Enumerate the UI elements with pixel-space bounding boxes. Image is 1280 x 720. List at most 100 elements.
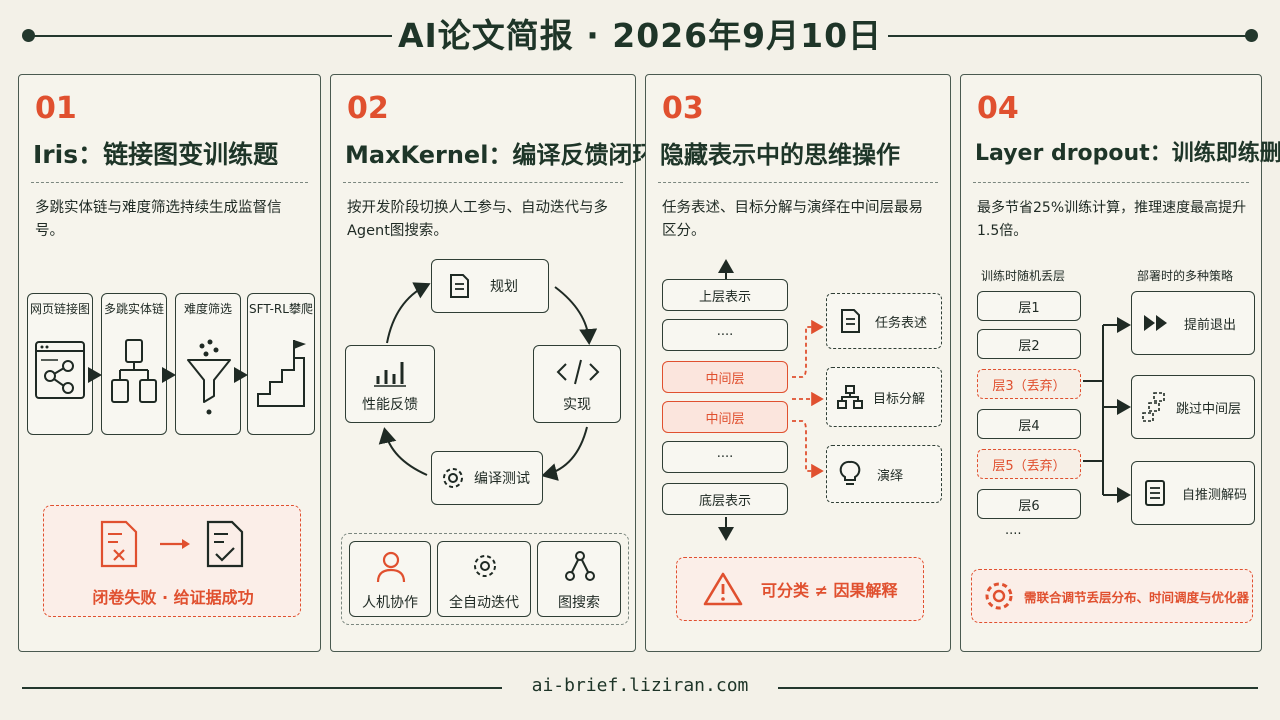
op-label: 任务表述 <box>875 315 928 331</box>
card-title: 隐藏表示中的思维操作 <box>660 141 900 169</box>
layer-middle: 中间层 <box>662 361 788 393</box>
card-number: 03 <box>662 91 704 126</box>
layer-1: 层1 <box>977 291 1081 321</box>
op-goal-decompose: 目标分解 <box>826 367 942 427</box>
card-hidden-reps: 03 隐藏表示中的思维操作 任务表述、目标分解与演绎在中间层最易区分。 上层表示… <box>645 74 951 652</box>
column-header-deploy: 部署时的多种策略 <box>1137 269 1234 283</box>
fast-forward-icon <box>1144 315 1167 331</box>
footer-url[interactable]: ai-brief.liziran.com <box>531 675 749 696</box>
cycle-label: 规划 <box>490 279 518 295</box>
step-label: 多跳实体链 <box>103 302 164 316</box>
header: AI论文简报 · 2026年9月10日 <box>22 14 1258 58</box>
cycle-label: 实现 <box>563 397 591 413</box>
title-dot-left <box>22 29 35 42</box>
person-icon <box>376 551 406 583</box>
strategy-connectors <box>1083 317 1131 503</box>
strategy-label: 提前退出 <box>1184 317 1237 333</box>
card-title: Layer dropout：训练即练删层 <box>975 141 1280 166</box>
warning-label: 可分类 ≠ 因果解释 <box>761 581 898 600</box>
title-dot-right <box>1245 29 1258 42</box>
mode-human-ai: 人机协作 <box>349 541 431 617</box>
card-iris: 01 Iris：链接图变训练题 多跳实体链与难度筛选持续生成监督信号。 网页链接… <box>18 74 321 652</box>
document-tree-icon <box>111 339 157 403</box>
strategy-skip-middle: 跳过中间层 <box>1131 375 1255 439</box>
graph-nodes-icon <box>565 551 595 581</box>
cycle-implement: 实现 <box>533 345 621 423</box>
title-rule-right <box>888 35 1248 37</box>
document-icon <box>1145 480 1165 506</box>
cycle-compile-test: 编译测试 <box>431 451 543 505</box>
strategy-self-speculative: 自推测解码 <box>1131 461 1255 525</box>
skip-layers-icon <box>1142 392 1165 422</box>
funnel-icon <box>187 339 231 415</box>
cycle-label: 编译测试 <box>474 471 530 487</box>
step-label: SFT-RL攀爬 <box>249 302 313 316</box>
note-label: 需联合调节丢层分布、时间调度与优化器 <box>1024 589 1250 605</box>
footer-rule-left <box>22 687 502 689</box>
step-entity-chain: 多跳实体链 <box>101 293 167 435</box>
strategy-label: 跳过中间层 <box>1176 401 1242 417</box>
result-label: 闭卷失败 · 给证据成功 <box>92 588 254 607</box>
mode-full-auto: 全自动迭代 <box>437 541 531 617</box>
footer-rule-right <box>778 687 1258 689</box>
op-task-statement: 任务表述 <box>826 293 942 349</box>
cycle-plan: 规划 <box>431 259 549 313</box>
layer-5-dropped: 层5（丢弃） <box>977 449 1081 479</box>
fail-to-success-icons <box>100 520 244 568</box>
document-icon <box>841 309 860 333</box>
mode-label: 人机协作 <box>362 595 418 611</box>
layer-4: 层4 <box>977 409 1081 439</box>
divider <box>973 182 1249 183</box>
layer-3-dropped: 层3（丢弃） <box>977 369 1081 399</box>
layer-ellipsis: ···· <box>1005 527 1022 542</box>
layer-top: 上层表示 <box>662 279 788 311</box>
step-arrows <box>88 367 248 383</box>
card-description: 多跳实体链与难度筛选持续生成监督信号。 <box>35 200 282 239</box>
strategy-label: 自推测解码 <box>1182 487 1248 503</box>
card-layer-dropout: 04 Layer dropout：训练即练删层 最多节省25%训练计算，推理速度… <box>960 74 1280 652</box>
layer-middle: 中间层 <box>662 401 788 433</box>
step-webgraph: 网页链接图 <box>27 293 93 435</box>
card-number: 01 <box>35 91 77 126</box>
layer-bottom: 底层表示 <box>662 483 788 515</box>
mode-label: 全自动迭代 <box>449 595 519 611</box>
card-maxkernel: 02 MaxKernel：编译反馈闭环 按开发阶段切换人工参与、自动迭代与多Ag… <box>330 74 656 652</box>
card-description: 最多节省25%训练计算，推理速度最高提升1.5倍。 <box>977 200 1247 239</box>
step-sft-rl-climb: SFT-RL攀爬 <box>247 293 315 435</box>
layer-connectors <box>718 259 824 541</box>
note-box: 需联合调节丢层分布、时间调度与优化器 <box>971 569 1253 623</box>
strategy-early-exit: 提前退出 <box>1131 291 1255 355</box>
title-rule-left <box>32 35 392 37</box>
warning-box: 可分类 ≠ 因果解释 <box>676 557 924 621</box>
cycle-label: 性能反馈 <box>362 397 418 413</box>
card-title: Iris：链接图变训练题 <box>33 140 279 169</box>
layer-6: 层6 <box>977 489 1081 519</box>
gear-icon <box>443 468 463 488</box>
page-title: AI论文简报 · 2026年9月10日 <box>397 16 883 55</box>
stair-flag-icon <box>257 340 306 407</box>
layer-ellipsis: ···· <box>662 319 788 351</box>
bar-chart-icon <box>374 362 406 387</box>
warning-icon <box>703 572 743 606</box>
result-box: 闭卷失败 · 给证据成功 <box>43 505 301 617</box>
hierarchy-icon <box>837 385 863 409</box>
lightbulb-icon <box>839 460 861 485</box>
card-number: 04 <box>977 91 1019 126</box>
divider <box>343 182 623 183</box>
step-label: 网页链接图 <box>29 302 90 316</box>
layer-ellipsis: ···· <box>662 441 788 473</box>
step-difficulty-filter: 难度筛选 <box>175 293 241 435</box>
divider <box>31 182 308 183</box>
cycle-arrows <box>378 282 598 481</box>
cycle-perf-feedback: 性能反馈 <box>345 345 435 423</box>
gear-icon <box>985 582 1013 610</box>
code-icon <box>556 359 600 385</box>
layer-2: 层2 <box>977 329 1081 359</box>
step-label: 难度筛选 <box>183 302 232 316</box>
divider <box>658 182 938 183</box>
web-graph-icon <box>35 341 85 399</box>
mode-graph-search: 图搜索 <box>537 541 621 617</box>
gear-icon <box>474 555 496 577</box>
card-description: 任务表述、目标分解与演绎在中间层最易区分。 <box>662 200 923 239</box>
card-title: MaxKernel：编译反馈闭环 <box>345 141 657 169</box>
